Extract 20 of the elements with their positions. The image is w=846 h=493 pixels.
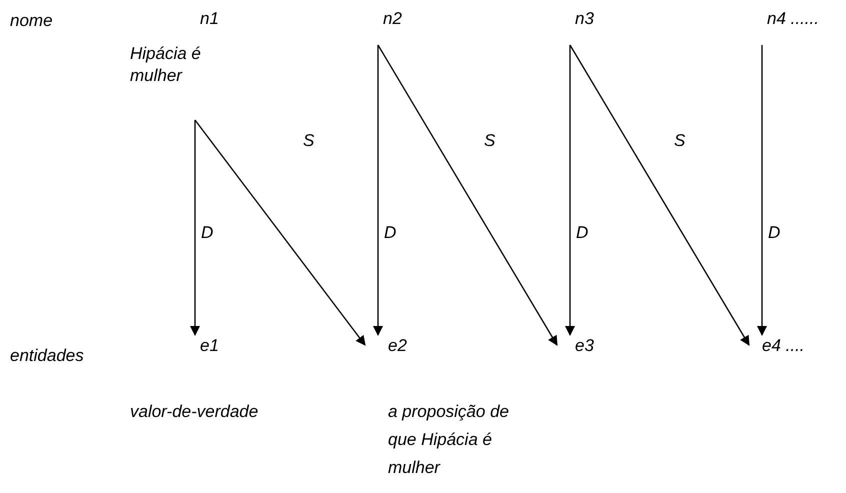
node-caption: valor-de-verdade — [130, 401, 260, 423]
node-label: e3 — [574, 335, 595, 357]
arrow — [190, 120, 200, 336]
arrow — [377, 44, 558, 346]
node-label: e2 — [387, 335, 408, 357]
node-label: n4 ...... — [766, 8, 820, 30]
row-label: nome — [10, 10, 53, 32]
node-label: e1 — [199, 335, 220, 357]
node-label: n2 — [382, 8, 403, 30]
node-caption: a proposição de que Hipácia é mulher — [388, 401, 510, 479]
node-label: e4 .... — [761, 335, 806, 357]
node-note: Hipácia é mulher — [129, 43, 202, 87]
arrow — [194, 120, 366, 346]
arrow — [569, 44, 750, 346]
arrow — [565, 45, 575, 336]
row-label: entidades — [10, 345, 84, 367]
arrow — [373, 45, 383, 336]
arrow — [757, 45, 767, 336]
node-label: n3 — [574, 8, 595, 30]
node-label: n1 — [199, 8, 220, 30]
